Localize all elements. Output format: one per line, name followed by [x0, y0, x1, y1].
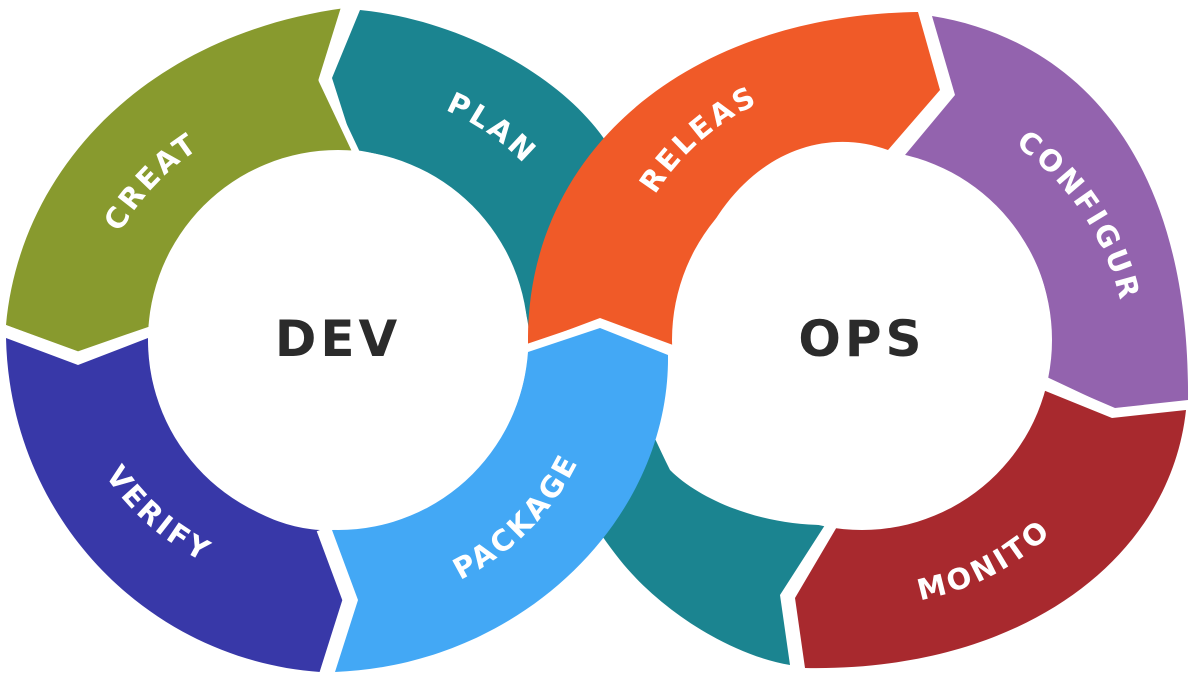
- segment-verify: [6, 338, 345, 672]
- segment-shapes: [6, 8, 1189, 672]
- ops-label: OPS: [798, 310, 925, 368]
- separator-monitor-teal: [781, 522, 835, 671]
- separator-verify-package: [316, 528, 350, 678]
- separator-release-configure: [892, 9, 949, 158]
- ops-center-circle: [672, 150, 1052, 530]
- dev-center-circle: [148, 150, 528, 530]
- separator-configure-monitor: [1043, 376, 1191, 416]
- segment-release: [527, 12, 940, 345]
- segment-plan: [332, 10, 605, 340]
- segment-create: [6, 8, 355, 352]
- segment-configure: [905, 16, 1189, 408]
- dev-label: DEV: [275, 310, 401, 368]
- separator-center-crossing: [524, 319, 674, 354]
- segment-separators: [2, 4, 1191, 678]
- segment-package: [332, 328, 669, 672]
- separator-create-verify: [2, 324, 152, 359]
- segment-monitor: [795, 390, 1186, 669]
- separator-create-plan: [318, 4, 360, 154]
